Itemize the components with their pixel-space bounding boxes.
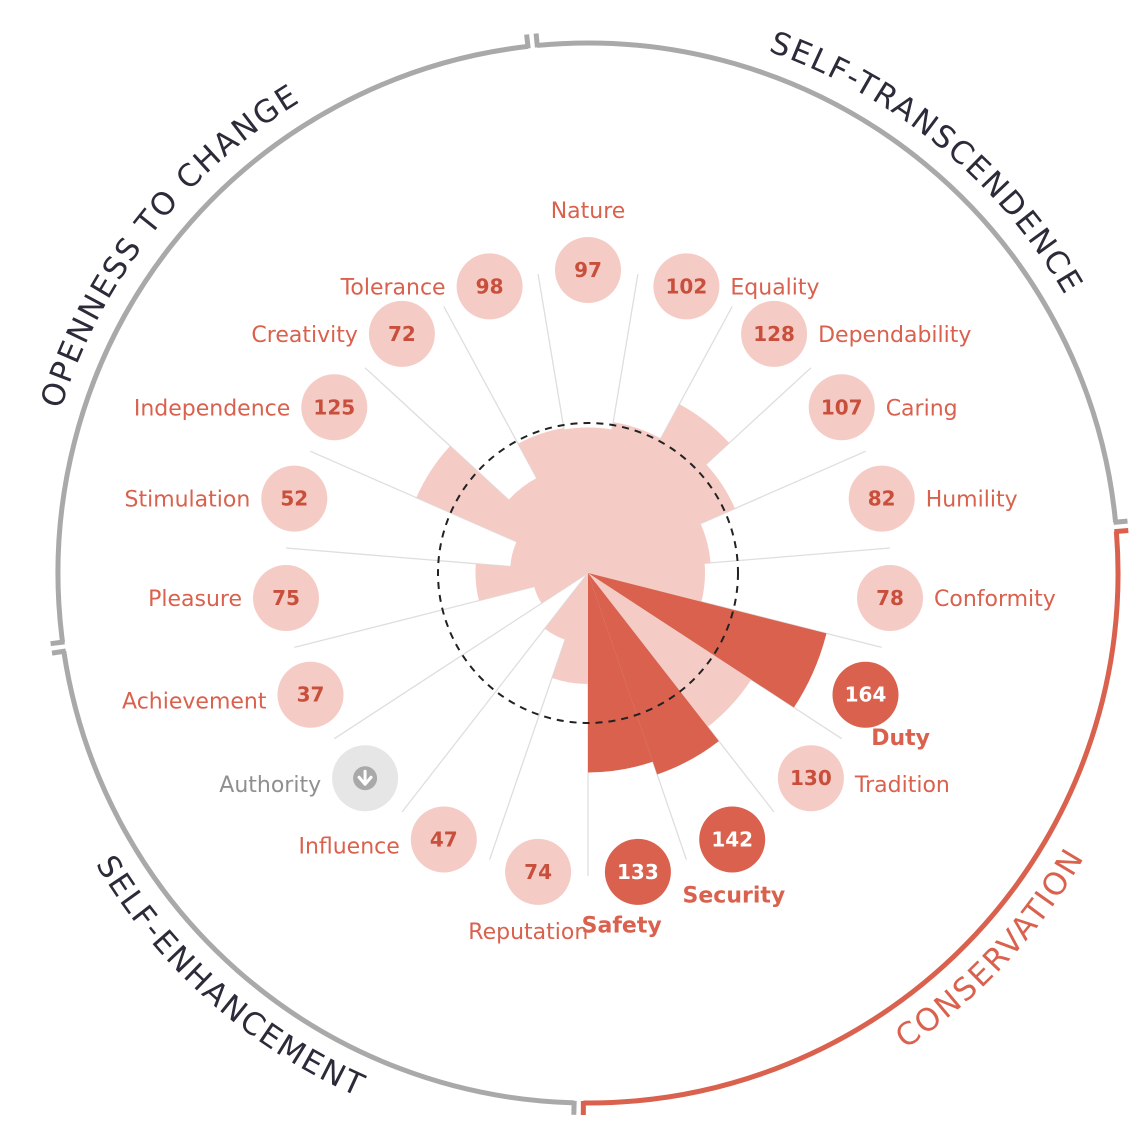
value-label-caring: 107 (821, 395, 863, 419)
category-label-humility: Humility (926, 488, 1018, 513)
group-arc-tick (533, 33, 540, 48)
bars-layer (416, 404, 827, 775)
value-label-security: 142 (711, 828, 753, 852)
bar-nature (564, 427, 612, 573)
value-label-humility: 82 (868, 487, 896, 511)
group-arc-tick (1114, 528, 1129, 535)
value-label-tolerance: 98 (476, 274, 504, 298)
value-bubble-independence (301, 374, 368, 441)
value-label-influence: 47 (430, 828, 458, 852)
value-label-creativity: 72 (388, 322, 416, 346)
bar-conformity (588, 563, 705, 602)
category-label-tradition: Tradition (854, 773, 950, 798)
bar-tolerance (518, 428, 588, 573)
bar-creativity (508, 478, 588, 573)
group-arc-tick (524, 34, 531, 49)
bar-caring (588, 464, 735, 573)
value-label-conformity: 78 (876, 586, 904, 610)
value-bubble-safety (604, 838, 671, 905)
category-label-duty: Duty (871, 726, 930, 751)
value-bubble-creativity (368, 300, 435, 367)
category-label-creativity: Creativity (251, 323, 357, 348)
bar-tradition (588, 573, 752, 727)
value-label-nature: 97 (574, 258, 602, 282)
value-bubble-stimulation (261, 465, 328, 532)
category-label-authority: Authority (219, 773, 321, 798)
bar-reputation (551, 573, 588, 684)
value-bubble-reputation (505, 838, 572, 905)
category-label-equality: Equality (730, 275, 819, 300)
bar-pleasure (475, 563, 588, 601)
labels-layer: NatureEqualityDependabilityCaringHumilit… (122, 199, 1056, 945)
value-bubble-achievement (277, 661, 344, 728)
value-label-independence: 125 (313, 395, 355, 419)
value-label-tradition: 130 (790, 766, 832, 790)
category-label-nature: Nature (551, 199, 626, 224)
category-label-achievement: Achievement (122, 690, 267, 715)
category-label-stimulation: Stimulation (124, 488, 250, 513)
bar-independence (416, 446, 588, 573)
value-label-equality: 102 (666, 274, 708, 298)
bar-achievement (534, 573, 588, 604)
category-label-tolerance: Tolerance (340, 275, 446, 300)
value-bubble-caring (808, 374, 875, 441)
bubbles-layer: 97 102 128 107 82 78 164 130 142 133 74 47 37 75 52 125… (253, 237, 923, 905)
value-bubble-pleasure (253, 565, 319, 631)
value-bubble-tradition (777, 745, 844, 812)
bar-dependability (588, 404, 730, 573)
value-bubble-humility (848, 465, 915, 532)
group-arc-conservation (583, 531, 1121, 1106)
group-label-self-enhancement: SELF-ENHANCEMENT (89, 849, 371, 1104)
category-label-caring: Caring (886, 396, 958, 421)
bar-safety (588, 573, 653, 773)
value-label-dependability: 128 (753, 322, 795, 346)
value-label-safety: 133 (617, 860, 659, 884)
value-label-reputation: 74 (524, 860, 552, 884)
baseline-ring (437, 422, 739, 724)
group-arc-self-transcendence (536, 40, 1119, 523)
bar-stimulation (510, 541, 588, 573)
value-label-pleasure: 75 (272, 586, 300, 610)
category-label-conformity: Conformity (934, 587, 1056, 612)
value-bubble-nature (555, 237, 621, 303)
bar-influence (544, 573, 588, 640)
arrow-down-icon (353, 766, 378, 791)
bar-humility (588, 523, 711, 573)
value-label-duty: 164 (845, 683, 887, 707)
category-label-reputation: Reputation (468, 920, 588, 945)
value-bubble-dependability (741, 300, 808, 367)
value-bubble-influence (410, 806, 477, 873)
group-arc-openness-to-change (55, 43, 529, 643)
category-label-dependability: Dependability (818, 323, 971, 348)
category-label-pleasure: Pleasure (148, 587, 242, 612)
value-label-stimulation: 52 (280, 487, 308, 511)
group-label-self-transcendence: SELF-TRANSCENDENCE (765, 25, 1090, 301)
group-arc-tick (51, 648, 67, 656)
group-label-conservation: CONSERVATION (889, 842, 1092, 1056)
value-bubble-tolerance (456, 253, 523, 320)
group-arc-self-enhancement (61, 650, 575, 1106)
bar-security (588, 573, 719, 775)
category-label-safety: Safety (582, 913, 662, 938)
category-label-influence: Influence (298, 835, 399, 860)
group-arc-tick (50, 639, 65, 647)
value-bubble-security (699, 806, 766, 873)
bar-duty (588, 573, 827, 708)
bar-equality (588, 422, 661, 573)
value-label-achievement: 37 (297, 683, 325, 707)
group-arc-tick (1113, 518, 1128, 525)
value-bubble-duty (832, 661, 899, 728)
category-label-independence: Independence (134, 396, 290, 421)
value-bubble-conformity (857, 565, 923, 631)
value-bubble-equality (653, 253, 720, 320)
category-label-security: Security (683, 883, 786, 908)
